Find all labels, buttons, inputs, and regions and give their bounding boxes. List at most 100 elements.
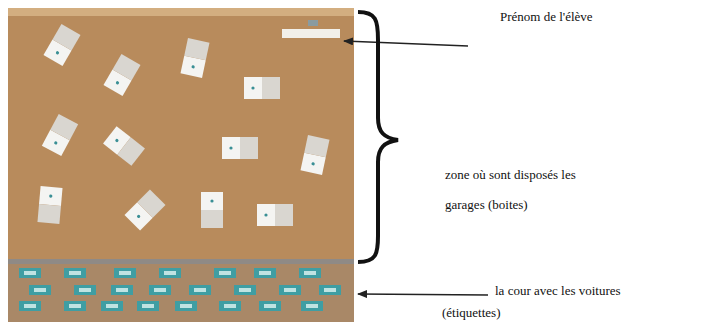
car-window — [69, 271, 81, 275]
garage-face — [39, 186, 62, 206]
garage-side — [117, 137, 145, 165]
car-body — [279, 285, 301, 295]
garage-side — [184, 38, 209, 60]
garage-box — [222, 137, 258, 159]
curly-brace — [358, 12, 398, 262]
car-tag — [64, 301, 86, 311]
car-body — [175, 301, 197, 311]
garage-box — [180, 38, 209, 78]
car-window — [304, 271, 316, 275]
garage-box — [257, 204, 293, 226]
car-tag — [189, 285, 211, 295]
car-tag — [74, 285, 96, 295]
car-tag — [214, 268, 236, 278]
car-window — [119, 271, 131, 275]
car-tag — [19, 268, 41, 278]
garage-box — [103, 54, 140, 96]
annotation-label: zone où sont disposés les garages (boite… — [445, 160, 580, 220]
leader-arrow — [358, 294, 488, 295]
car-window — [116, 288, 128, 292]
car-window — [264, 304, 276, 308]
car-window — [24, 271, 36, 275]
car-body — [301, 301, 323, 311]
garage-box — [42, 114, 78, 156]
garage-dot — [115, 81, 119, 85]
car-tag — [299, 268, 321, 278]
garage-side — [275, 204, 293, 226]
car-tag — [101, 301, 123, 311]
car-window — [24, 304, 36, 308]
garage-dot — [191, 65, 195, 69]
garage-box — [244, 77, 280, 99]
garage-side — [304, 135, 329, 157]
garage-dot — [311, 162, 315, 166]
car-body — [259, 301, 281, 311]
garage-dot — [136, 214, 141, 219]
garage-side — [50, 114, 78, 140]
car-window — [239, 288, 251, 292]
car-body — [19, 301, 41, 311]
car-window — [219, 271, 231, 275]
car-tag — [137, 301, 159, 311]
courtyard — [8, 262, 354, 322]
garage-box — [37, 186, 62, 224]
car-body — [219, 301, 241, 311]
garage-dot — [251, 86, 254, 89]
car-body — [234, 285, 256, 295]
car-window — [34, 288, 46, 292]
garage-dot — [229, 146, 232, 149]
car-window — [69, 304, 81, 308]
car-body — [254, 268, 276, 278]
car-body — [111, 285, 133, 295]
car-window — [79, 288, 91, 292]
garage-box — [124, 189, 165, 230]
garage-box — [43, 24, 80, 66]
leader-arrow — [344, 41, 468, 46]
courtyard-line — [8, 259, 354, 264]
board-edge — [8, 8, 354, 16]
label-holder: zone où sont disposés les garages (boite… — [445, 160, 580, 220]
garage-dot — [115, 138, 119, 142]
garage-face — [222, 137, 240, 159]
car-tag — [259, 301, 281, 311]
car-tag — [175, 301, 197, 311]
garage-box — [103, 126, 145, 166]
garage-dot — [210, 199, 213, 202]
car-body — [299, 268, 321, 278]
car-window — [324, 288, 336, 292]
car-tag — [319, 285, 341, 295]
car-tag — [279, 285, 301, 295]
garage-side — [112, 54, 140, 81]
garage-side — [262, 77, 280, 99]
car-tag — [234, 285, 256, 295]
annotation-label: la cour avec les voitures (étiquettes) — [442, 280, 642, 324]
garage-side — [52, 24, 80, 51]
garage-box — [300, 135, 329, 175]
garage-dot — [55, 51, 59, 55]
car-window — [142, 304, 154, 308]
car-tag — [19, 301, 41, 311]
garage-dot — [54, 141, 58, 145]
label-holder: la cour avec les voitures (étiquettes) — [442, 280, 642, 324]
car-body — [114, 268, 136, 278]
car-tag — [149, 285, 171, 295]
car-tag — [64, 268, 86, 278]
garage-side — [37, 204, 60, 224]
car-body — [159, 268, 181, 278]
car-window — [194, 288, 206, 292]
car-body — [149, 285, 171, 295]
car-body — [74, 285, 96, 295]
garage-dot — [49, 194, 52, 197]
car-body — [64, 268, 86, 278]
car-body — [137, 301, 159, 311]
garage-side — [137, 189, 165, 217]
car-window — [259, 271, 271, 275]
car-body — [19, 268, 41, 278]
car-body — [101, 301, 123, 311]
tag-mark — [308, 20, 318, 26]
car-body — [189, 285, 211, 295]
car-tag — [301, 301, 323, 311]
car-window — [306, 304, 318, 308]
